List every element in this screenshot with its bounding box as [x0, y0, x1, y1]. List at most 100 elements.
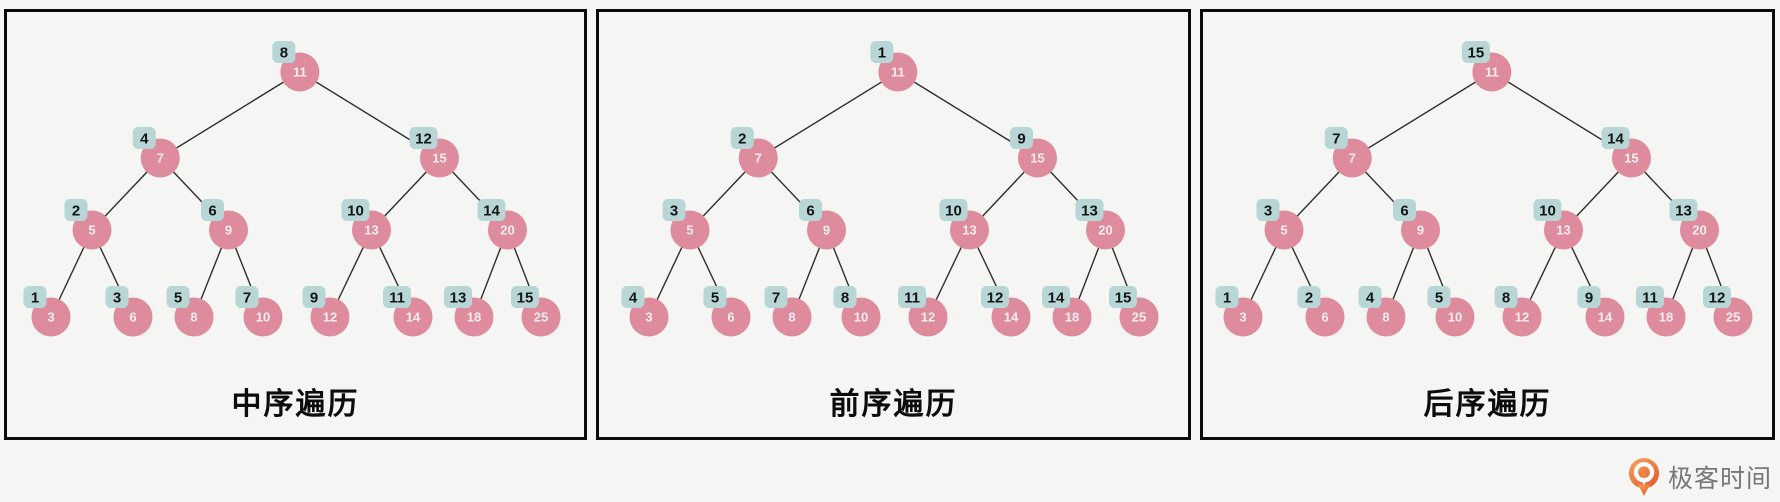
order-badge	[132, 127, 156, 149]
tree-node-10: 108	[833, 286, 880, 337]
node-value: 8	[190, 310, 197, 325]
tree-node-6: 63	[105, 286, 152, 337]
order-badge	[833, 286, 856, 308]
order-badge-number: 7	[771, 290, 779, 307]
order-badge	[477, 199, 505, 221]
order-badge	[1494, 286, 1517, 308]
node-value: 11	[891, 65, 905, 80]
geek-time-logo-text: 极客时间	[1667, 465, 1772, 493]
node-value: 8	[1382, 310, 1389, 325]
order-badge-number: 11	[1642, 290, 1658, 307]
node-value: 11	[293, 65, 307, 80]
order-badge	[302, 286, 325, 308]
node-value: 14	[1597, 310, 1612, 325]
node-value: 9	[224, 223, 231, 238]
tree-node-3: 31	[23, 286, 70, 337]
geek-time-logo-icon	[1628, 458, 1660, 496]
order-badge-number: 2	[1304, 290, 1312, 307]
order-badge-number: 8	[1501, 290, 1509, 307]
order-badge-number: 10	[1539, 203, 1556, 220]
node-value: 5	[686, 223, 693, 238]
tree-node-7: 72	[730, 127, 778, 178]
node-value: 15	[1624, 151, 1638, 166]
node-value: 25	[1131, 310, 1145, 325]
order-badge-number: 2	[738, 131, 746, 148]
tree-node-14: 14 9	[1577, 286, 1624, 337]
tree-node-9: 96	[200, 199, 248, 250]
tree-node-8: 84	[1358, 286, 1405, 337]
order-badge-number: 15	[1114, 290, 1131, 307]
tree-node-5: 53	[662, 199, 709, 250]
order-badge-number: 2	[71, 203, 79, 220]
node-value: 14	[405, 310, 420, 325]
node-value: 5	[88, 223, 95, 238]
order-badge	[703, 286, 726, 308]
node-value: 10	[1447, 310, 1461, 325]
tree-node-7: 77	[1324, 127, 1372, 178]
order-badge	[1392, 199, 1416, 221]
order-badge	[764, 286, 787, 308]
order-badge	[105, 286, 128, 308]
order-badge	[798, 199, 822, 221]
tree-node-3: 31	[1215, 286, 1262, 337]
tree-edge	[159, 71, 300, 159]
order-badge	[341, 199, 369, 221]
postorder-tree-diagram: 1115771514539613102013316284105128149181…	[1215, 41, 1752, 337]
order-badge	[23, 286, 46, 308]
inorder-tree-diagram: 1187415125296131020143163851071291411181…	[23, 41, 560, 337]
order-badge-number: 15	[516, 290, 533, 307]
geek-time-logo: 极客时间	[1627, 457, 1772, 497]
order-badge	[1358, 286, 1381, 308]
node-value: 25	[533, 310, 547, 325]
order-badge	[1577, 286, 1600, 308]
preorder-tree-diagram: 1117215953961310201334658710812111412181…	[621, 41, 1158, 337]
order-badge	[662, 199, 685, 221]
order-badge-number: 7	[1332, 131, 1340, 148]
node-value: 9	[1416, 223, 1423, 238]
node-value: 18	[1658, 310, 1672, 325]
node-value: 20	[500, 223, 514, 238]
tree-node-6: 62	[1297, 286, 1344, 337]
tree-node-12: 12 9	[302, 286, 349, 337]
order-badge-number: 1	[1222, 290, 1230, 307]
order-badge-number: 9	[1584, 290, 1592, 307]
order-badge	[64, 199, 87, 221]
order-badge	[1075, 199, 1103, 221]
order-badge-number: 14	[1607, 131, 1624, 148]
node-value: 12	[1514, 310, 1528, 325]
order-badge	[1256, 199, 1279, 221]
order-badge-number: 14	[1047, 290, 1064, 307]
order-badge	[510, 286, 539, 308]
order-badge-number: 3	[669, 203, 677, 220]
order-badge	[271, 41, 295, 63]
tree-node-8: 87	[764, 286, 811, 337]
tree-node-10: 105	[1427, 286, 1474, 337]
node-value: 20	[1098, 223, 1112, 238]
order-badge-number: 12	[1708, 290, 1725, 307]
order-badge-number: 11	[904, 290, 920, 307]
order-badge	[1324, 127, 1348, 149]
node-value: 12	[920, 310, 934, 325]
order-badge	[1601, 127, 1629, 149]
node-value: 3	[47, 310, 54, 325]
order-badge-number: 13	[1081, 203, 1098, 220]
tree-edge	[1351, 71, 1492, 159]
node-value: 6	[727, 310, 734, 325]
order-badge-number: 12	[415, 131, 432, 148]
order-badge-number: 5	[710, 290, 718, 307]
node-value: 12	[322, 310, 336, 325]
order-badge-number: 9	[309, 290, 317, 307]
node-value: 3	[1239, 310, 1246, 325]
node-value: 7	[754, 151, 761, 166]
tree-node-9: 96	[798, 199, 846, 250]
